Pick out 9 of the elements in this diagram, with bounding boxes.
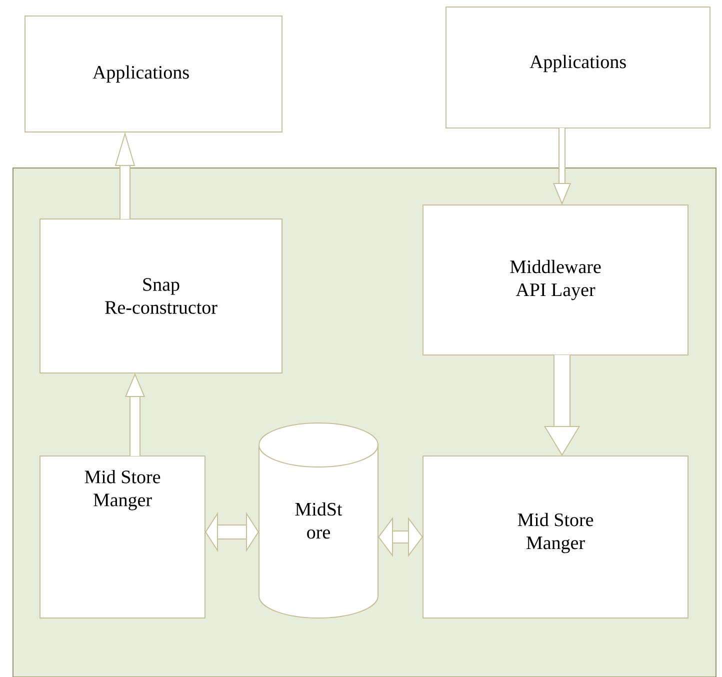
process-box: Mid Store Manger — [422, 456, 688, 618]
process-box: Middleware API Layer — [422, 204, 688, 356]
process-box: Mid Store Manger — [40, 456, 206, 618]
process-box: Applications — [24, 16, 282, 132]
process-box: Snap Re-constructor — [40, 218, 282, 374]
block-arrow — [378, 516, 423, 558]
database-cylinder: MidSt ore — [258, 422, 378, 618]
process-box: Applications — [446, 6, 710, 128]
block-arrow — [205, 512, 259, 552]
